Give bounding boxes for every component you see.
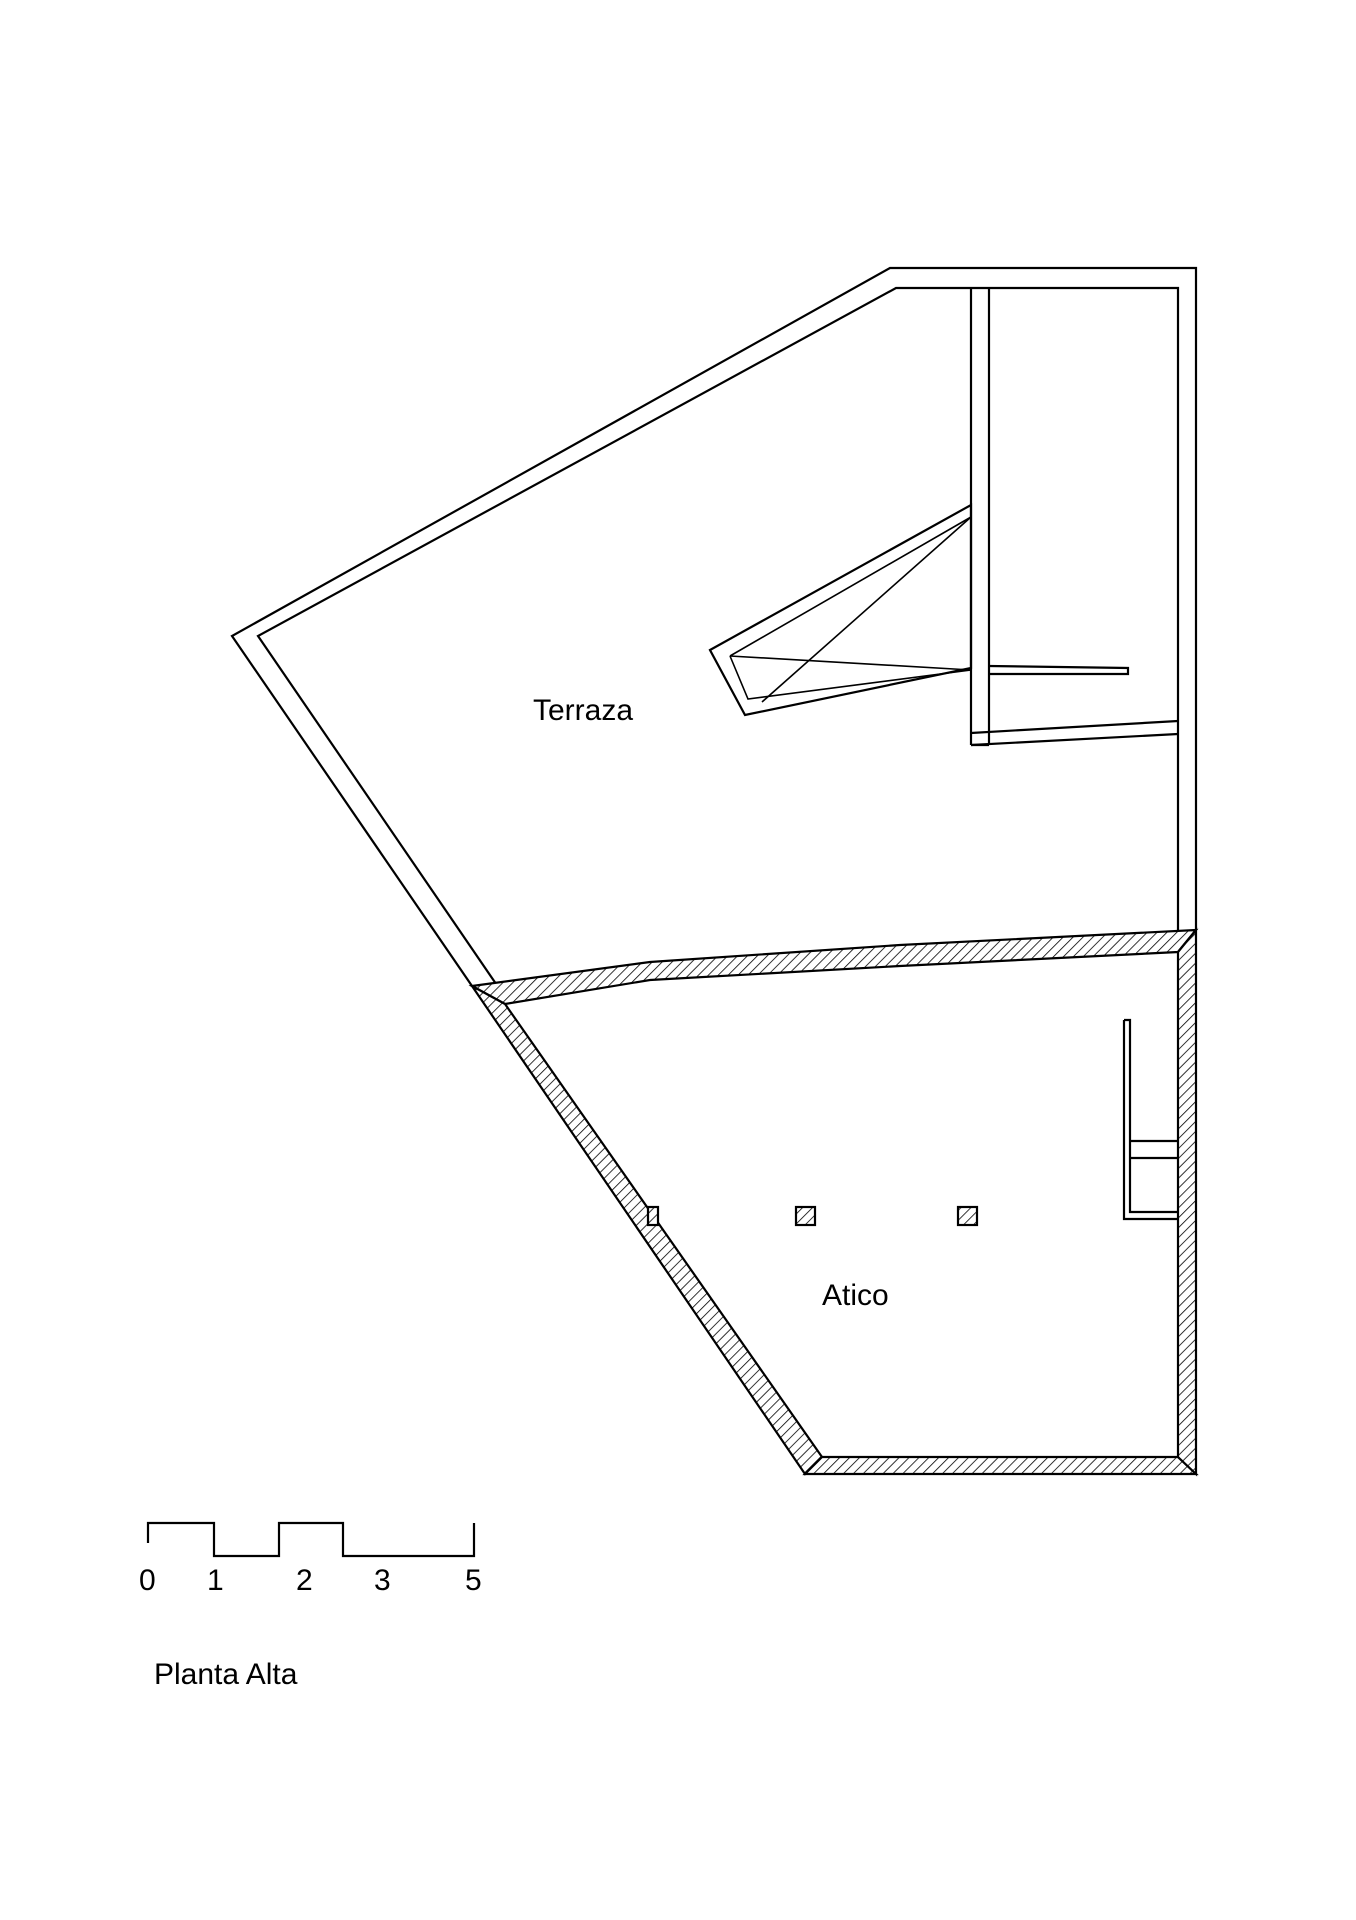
stair-wedge <box>708 503 973 717</box>
interior-wall-diagonal <box>970 719 1179 747</box>
attic-walls-hatched <box>468 926 1199 1477</box>
scale-label-5: 5 <box>465 1564 482 1597</box>
scale-label-2: 2 <box>296 1564 313 1597</box>
attic-columns <box>646 1205 979 1227</box>
interior-wall-vertical <box>969 288 991 747</box>
attic-interior-wall <box>1122 1018 1178 1221</box>
drawing-caption: Planta Alta <box>154 1658 298 1691</box>
column-3 <box>956 1205 979 1227</box>
terrace-outer-wall <box>230 266 1198 998</box>
column-2 <box>794 1205 817 1227</box>
room-label-attic: Atico <box>822 1279 889 1312</box>
scale-bar: 0 1 2 3 5 <box>139 1521 482 1597</box>
scale-label-3: 3 <box>374 1564 391 1597</box>
scale-label-0: 0 <box>139 1564 156 1597</box>
column-1 <box>646 1205 660 1227</box>
ledge-element <box>988 664 1130 676</box>
room-label-terrace: Terraza <box>533 694 633 727</box>
scale-label-1: 1 <box>207 1564 224 1597</box>
